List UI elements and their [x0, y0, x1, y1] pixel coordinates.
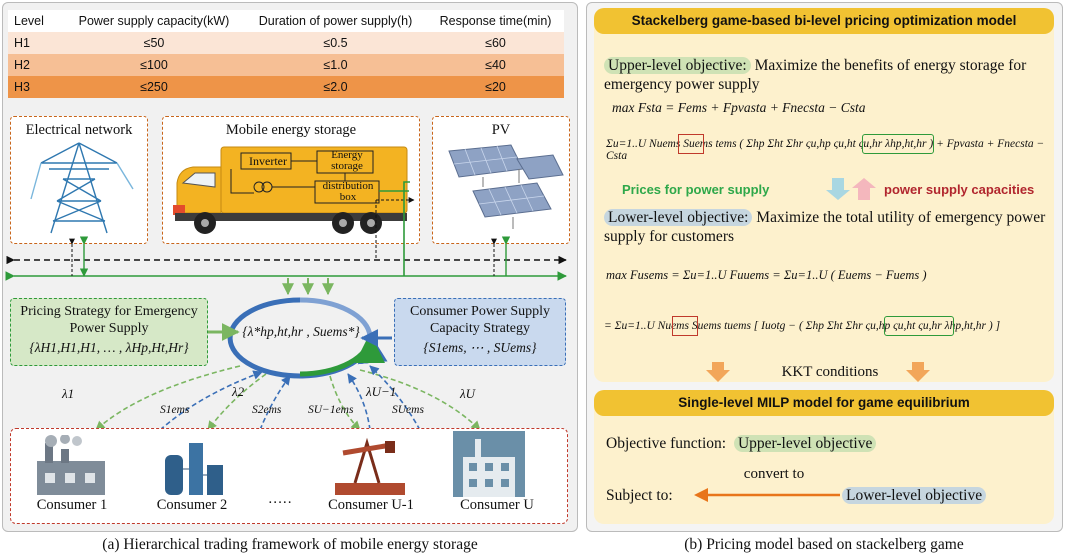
consumer-label: Consumer U-1 — [328, 497, 414, 513]
consumers-box: Consumer 1 Consumer 2 ····· Consumer U-1… — [10, 428, 568, 524]
lower-equation-2: = Σu=1..U Nuems Suems tuems [ Iuotg − ( … — [604, 320, 1001, 332]
table-row: H2 ≤100 ≤1.0 ≤40 — [8, 54, 564, 76]
caption-left: (a) Hierarchical trading framework of mo… — [102, 536, 478, 553]
flow-label: λU−1 — [366, 384, 397, 399]
exchange-arrows-icon — [826, 178, 876, 200]
table-row: H1 ≤50 ≤0.5 ≤60 — [8, 32, 564, 54]
mobile-storage-box: Mobile energy storage Inverter Energy st… — [162, 116, 420, 244]
consumer-strategy-set: {S1ems, ⋯ , SUems} — [423, 340, 537, 355]
level-table-header: Level Power supply capacity(kW) Duration… — [8, 10, 564, 32]
energy-storage-label: Energy storage — [331, 149, 363, 172]
row-capacity: ≤250 — [140, 80, 168, 94]
header-response: Response time(min) — [439, 14, 552, 28]
row-duration: ≤2.0 — [323, 80, 348, 94]
flow-label: λU — [460, 386, 476, 401]
consumer-label: Consumer 2 — [156, 497, 228, 513]
row-response: ≤60 — [485, 36, 506, 50]
upper-objective-text: Maximize the benefits of energy storage … — [604, 57, 1027, 93]
lower-objective-label: Lower-level objective: — [604, 209, 753, 226]
down-arrow-icon — [906, 362, 930, 382]
flow-label: SU−1ems — [308, 404, 354, 416]
framework-connections — [5, 181, 567, 431]
objective-function-value: Upper-level objective — [733, 435, 877, 452]
lower-objective-text: Maximize the total utility of emergency … — [604, 209, 1046, 245]
flow-label: SUems — [392, 404, 424, 416]
subject-to-value: Lower-level objective — [842, 486, 987, 505]
bilevel-model-title: Stackelberg game-based bi-level pricing … — [594, 8, 1054, 34]
solar-panel-icon — [448, 144, 564, 229]
lower-price-highlight — [884, 316, 954, 336]
lower-objective: Lower-level objective: Maximize the tota… — [604, 208, 1048, 246]
row-capacity: ≤100 — [140, 58, 168, 72]
lower-supply-highlight — [672, 316, 698, 336]
convert-arrow-icon — [694, 488, 840, 502]
row-duration: ≤1.0 — [323, 58, 348, 72]
objective-function-row: Objective function: Upper-level objectiv… — [606, 434, 877, 453]
header-level: Level — [14, 14, 44, 28]
flow-label: S2ems — [252, 404, 282, 416]
down-arrow-icon — [706, 362, 730, 382]
consumer-strategy-box: Consumer Power Supply Capacity Strategy … — [394, 298, 566, 366]
distribution-box-label: distribution box — [322, 180, 374, 203]
row-capacity: ≤50 — [143, 36, 165, 50]
caption-right: (b) Pricing model based on stackelberg g… — [684, 536, 964, 553]
pricing-strategy-box: Pricing Strategy for Emergency Power Sup… — [10, 298, 208, 366]
upper-equation-1: max Fsta = Fems + Fpvasta + Fnecsta − Cs… — [612, 100, 866, 115]
level-table: Level Power supply capacity(kW) Duration… — [8, 10, 564, 98]
oil-pump-icon — [335, 437, 405, 495]
table-row: H3 ≤250 ≤2.0 ≤20 — [8, 76, 564, 98]
electrical-network-label: Electrical network — [25, 122, 133, 138]
flow-label: λ2 — [232, 384, 245, 399]
consumer-label: Consumer 1 — [36, 497, 108, 513]
row-level: H1 — [14, 36, 30, 50]
truck-icon — [173, 146, 409, 234]
convert-to-label: convert to — [743, 466, 805, 482]
objective-function-label: Objective function: — [606, 435, 727, 452]
factory-icon — [37, 435, 105, 495]
row-level: H3 — [14, 80, 30, 94]
kkt-conditions: KKT conditions — [781, 364, 879, 380]
upper-equation-2: Σu=1..U Nuems Suems tems ( Σhp Σht Σhr ς… — [606, 138, 1050, 162]
power-supply-capacities: power supply capacities — [884, 182, 1035, 197]
upper-objective-label: Upper-level objective: — [604, 57, 751, 74]
pv-box: PV — [432, 116, 570, 244]
prices-for-power-supply: Prices for power supply — [622, 182, 770, 197]
row-level: H2 — [14, 58, 30, 72]
header-duration: Duration of power supply(h) — [258, 14, 413, 28]
pricing-strategy-title: Pricing Strategy for Emergency Power Sup… — [20, 304, 198, 336]
consumer-strategy-title: Consumer Power Supply Capacity Strategy — [410, 304, 550, 336]
upper-objective: Upper-level objective: Maximize the bene… — [604, 56, 1048, 94]
header-capacity: Power supply capacity(kW) — [78, 14, 230, 28]
row-response: ≤40 — [485, 58, 506, 72]
row-duration: ≤0.5 — [323, 36, 348, 50]
supply-capacity-highlight — [678, 134, 704, 154]
subject-to-label: Subject to: — [606, 487, 673, 504]
pricing-strategy-set: {λH1,H1,H1, … , λHp,Ht,Hr} — [29, 340, 189, 355]
mobile-storage-label: Mobile energy storage — [225, 122, 357, 138]
row-response: ≤20 — [485, 80, 506, 94]
flow-label: S1ems — [160, 404, 190, 416]
plant-icon — [165, 443, 223, 495]
milp-title: Single-level MILP model for game equilib… — [594, 390, 1054, 416]
upper-equation-2-text: Σu=1..U Nuems Suems tems ( Σhp Σht Σhr ς… — [606, 138, 1045, 162]
ellipsis-label: ····· — [267, 495, 293, 511]
lower-equation-1: max Fusems = Σu=1..U Fuuems = Σu=1..U ( … — [606, 268, 927, 282]
equilibrium-set: {λ*hp,ht,hr , Suems*} — [242, 324, 360, 339]
price-highlight — [862, 134, 934, 154]
flow-label: λ1 — [62, 386, 75, 401]
consumer-label: Consumer U — [460, 497, 534, 513]
inverter-label: Inverter — [249, 154, 287, 168]
building-icon — [453, 431, 525, 497]
transmission-tower-icon — [30, 142, 134, 234]
pv-label: PV — [491, 122, 511, 138]
subject-to-value-text: Lower-level objective — [842, 487, 987, 504]
electrical-network-box: Electrical network — [10, 116, 148, 244]
